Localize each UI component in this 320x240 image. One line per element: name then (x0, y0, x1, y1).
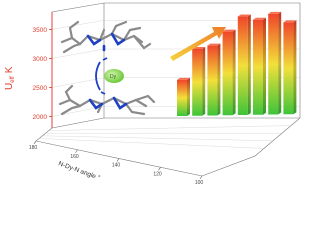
bar-top-face (253, 17, 266, 20)
bar (237, 14, 251, 116)
bar-top-face (207, 43, 221, 46)
floor-grid (39, 125, 292, 149)
y-axis-label: UeffK (4, 66, 16, 90)
molecule-structure-icon: Dy (58, 20, 156, 116)
y-tick-label: 3000 (33, 56, 48, 63)
bar-side-face (232, 29, 236, 116)
x-axis-label: N-Dy-N angle° (57, 159, 101, 182)
bar (207, 43, 221, 116)
y-tick-label: 2000 (33, 114, 48, 121)
x-tick-label: 160 (70, 154, 79, 160)
dy-ion (104, 69, 124, 83)
bar-side-face (187, 77, 190, 116)
x-tick-mark (116, 158, 120, 162)
bar-top-face (237, 14, 251, 17)
bar-front-face (268, 13, 279, 115)
x-tick-mark (33, 140, 37, 145)
bar-side-face (217, 43, 221, 116)
bar-front-face (253, 19, 263, 115)
x-tick-mark (158, 167, 161, 171)
y-tick-label: 3500 (33, 27, 48, 34)
bar-series (177, 11, 297, 116)
bar-side-face (202, 46, 206, 116)
floor-grid-line (48, 125, 292, 131)
grid-line (51, 48, 105, 59)
bar-front-face (237, 16, 248, 116)
bar-top-face (177, 77, 190, 80)
bar-front-face (222, 31, 233, 116)
y-axis-ticks: 2000 2500 3000 3500 (33, 27, 52, 121)
bar-side-face (278, 11, 282, 115)
bar-top-face (222, 29, 236, 32)
bar (177, 77, 190, 116)
x-axis-ticks: 180 160 140 120 100 (29, 140, 204, 186)
grid-line (51, 20, 105, 30)
bar-side-face (247, 14, 251, 116)
floor-grid-line (39, 138, 265, 149)
dy-ion-label: Dy (110, 74, 117, 80)
bar-side-face (263, 17, 266, 115)
bar-front-face (207, 45, 218, 116)
x-tick-mark (199, 175, 203, 180)
bar-top-face (268, 11, 282, 14)
x-tick-label: 180 (29, 145, 38, 151)
trend-arrow-icon (170, 27, 226, 61)
chart-figure: 2000 2500 3000 3500 UeffK 180 160 140 120 100 N… (4, 2, 301, 186)
x-tick-label: 100 (195, 180, 204, 186)
floor-grid-line (42, 135, 274, 141)
bar (268, 11, 282, 115)
x-tick-mark (75, 149, 78, 153)
bar-top-face (283, 20, 297, 23)
bar-front-face (192, 48, 203, 116)
bar (192, 46, 206, 116)
bar (222, 29, 236, 116)
x-tick-label: 120 (153, 171, 162, 177)
x-tick-label: 140 (112, 163, 121, 169)
y-tick-label: 2500 (33, 85, 48, 92)
bar-side-face (293, 20, 297, 115)
bar-front-face (177, 79, 187, 116)
bar (253, 17, 266, 115)
bar (283, 20, 297, 115)
bar-front-face (283, 22, 294, 115)
